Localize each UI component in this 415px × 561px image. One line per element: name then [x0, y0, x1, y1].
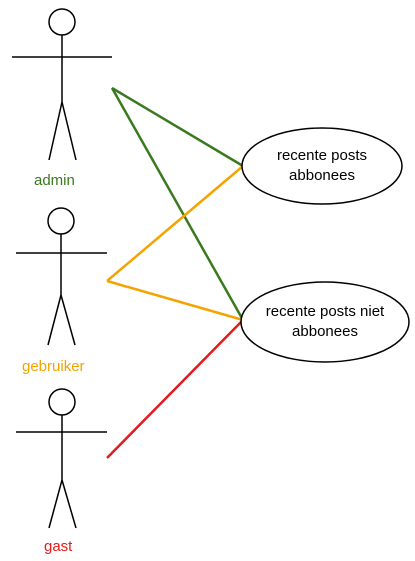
- association-gebruiker-abbonees: [106, 165, 244, 282]
- use-case-recente-posts-niet-abbonees-label: recente posts niet abbonees: [245, 302, 405, 342]
- use-case-recente-posts-abbonees-label: recente posts abbonees: [247, 146, 397, 186]
- actor-admin-leg-right: [61, 101, 77, 161]
- association-admin-niet-abbonees: [110, 87, 245, 321]
- association-gast-niet-abbonees: [106, 319, 244, 459]
- actor-gebruiker: [16, 207, 107, 346]
- actor-gast: [16, 388, 107, 529]
- use-case-recente-posts-abbonees: [241, 127, 403, 205]
- actor-gebruiker-leg-right: [60, 294, 76, 346]
- association-admin-abbonees: [111, 86, 244, 168]
- use-case-1-line-1: recente posts: [276, 147, 368, 164]
- actor-gebruiker-label: gebruiker: [22, 358, 85, 375]
- actor-gast-label: gast: [44, 538, 73, 555]
- association-gebruiker-niet-abbonees: [106, 279, 244, 322]
- actor-admin-head: [48, 8, 76, 36]
- actor-gast-head: [48, 388, 76, 416]
- actor-gast-leg-left: [48, 479, 63, 529]
- use-case-recente-posts-niet-abbonees: [240, 281, 410, 363]
- use-case-1-line-2: abbonees: [289, 167, 355, 184]
- actor-admin-label: admin: [34, 172, 75, 189]
- actor-gebruiker-leg-left: [47, 294, 62, 346]
- actor-gebruiker-head: [47, 207, 75, 235]
- actor-admin: [12, 8, 112, 161]
- use-case-2-line-2: abbonees: [292, 323, 358, 340]
- actor-admin-leg-left: [48, 101, 63, 161]
- actor-gast-leg-right: [61, 479, 77, 529]
- use-case-2-line-1: recente posts niet: [265, 303, 385, 320]
